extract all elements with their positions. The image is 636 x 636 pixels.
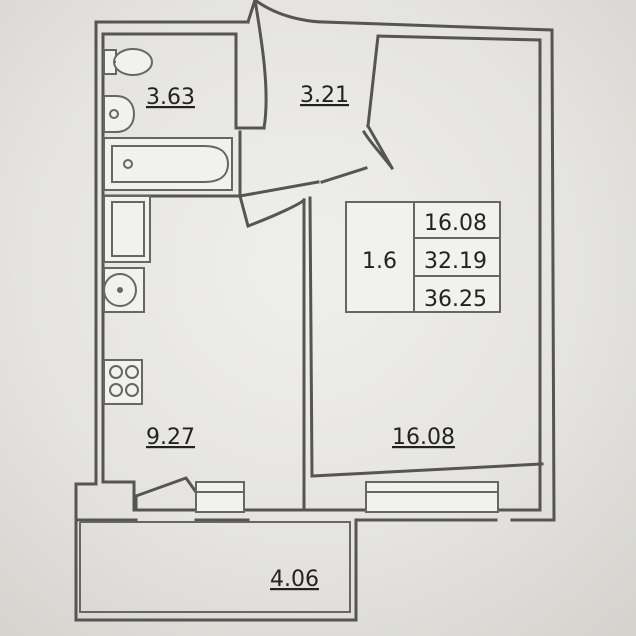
living-area-value: 16.08 bbox=[424, 211, 487, 236]
living-room-door bbox=[361, 123, 395, 171]
hall-lower-wall bbox=[238, 166, 368, 198]
kitchen-sink-icon bbox=[103, 267, 145, 313]
living-room-area-label: 16.08 bbox=[392, 425, 455, 450]
bathtub-icon bbox=[103, 137, 233, 191]
rooms-count-label: 1.6 bbox=[362, 249, 397, 274]
kitchen-area-label: 9.27 bbox=[146, 425, 195, 450]
balcony-inner-outline bbox=[79, 521, 351, 613]
kitchen-door bbox=[238, 194, 307, 228]
entrance-door bbox=[246, 0, 326, 130]
stove-icon bbox=[103, 359, 143, 405]
area-summary-table: 1.6 16.08 32.19 36.25 bbox=[345, 201, 501, 313]
bathroom-area-label: 3.63 bbox=[146, 85, 195, 110]
living-room-window bbox=[365, 481, 499, 513]
apartment-inner-wall bbox=[101, 32, 542, 512]
apartment-outer-wall bbox=[74, 20, 556, 522]
balcony-door bbox=[134, 476, 199, 512]
total-with-balcony-value: 36.25 bbox=[424, 287, 487, 312]
balcony-area-label: 4.06 bbox=[270, 567, 319, 592]
sink-icon bbox=[103, 95, 136, 133]
living-room-wall bbox=[308, 196, 544, 478]
hall-area-label: 3.21 bbox=[300, 83, 349, 108]
kitchen-window bbox=[195, 481, 245, 513]
total-area-value: 32.19 bbox=[424, 249, 487, 274]
refrigerator-icon bbox=[103, 195, 151, 263]
toilet-icon bbox=[103, 48, 153, 76]
balcony-outline bbox=[74, 518, 368, 622]
